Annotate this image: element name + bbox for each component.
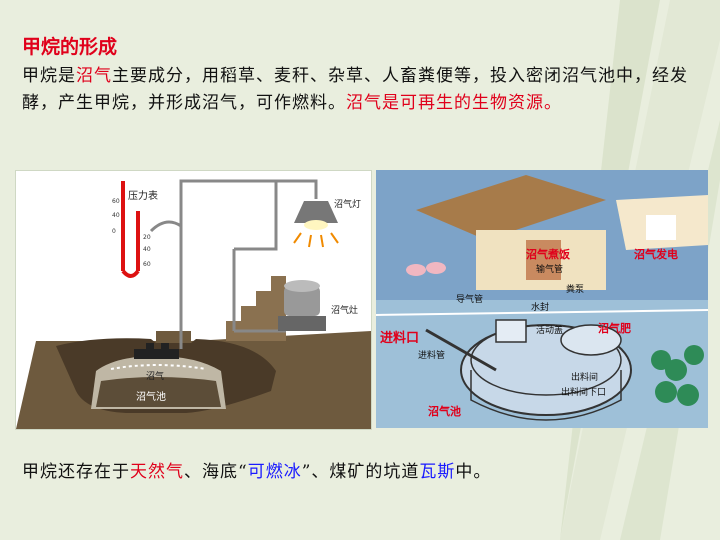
section-title: 甲烷的形成 (22, 36, 118, 58)
label-inlet: 进料口 (380, 330, 419, 346)
gauge-tick: 0 (112, 228, 116, 235)
gauge-tick: 40 (143, 246, 151, 253)
highlight-firedamp: 瓦斯 (419, 462, 456, 482)
label-manure-pump: 粪泵 (566, 283, 584, 295)
label-lamp: 沼气灯 (334, 198, 361, 210)
highlight-renewable: 沼气是可再生的生物资源。 (346, 93, 562, 113)
text-part: 中。 (455, 462, 492, 482)
label-fertilizer: 沼气肥 (598, 321, 631, 335)
label-pool: 沼气池 (428, 404, 461, 418)
text-part: 甲烷是 (22, 66, 76, 86)
label-cooking: 沼气煮饭 (526, 247, 570, 261)
description-paragraph: 甲烷是沼气主要成分，用稻草、麦秆、杂草、人畜粪便等，投入密闭沼气池中，经发酵，产… (22, 63, 702, 117)
label-power: 沼气发电 (634, 247, 678, 261)
highlight-biogas: 沼气 (76, 66, 112, 86)
label-guide-pipe: 导气管 (456, 293, 483, 305)
highlight-combustible-ice: 可燃冰 (247, 462, 302, 482)
footer-sentence: 甲烷还存在于天然气、海底“可燃冰”、煤矿的坑道瓦斯中。 (22, 457, 491, 482)
text-part: 甲烷还存在于 (22, 462, 130, 482)
gauge-tick: 40 (112, 212, 120, 219)
label-gas: 沼气 (146, 370, 164, 382)
label-gauge: 压力表 (128, 189, 158, 202)
highlight-natural-gas: 天然气 (130, 462, 184, 482)
rural-biogas-illustration: 输气管 粪泵 导气管 水封 活动盖 进料管 出料间 出料间下口 沼气煮饭 沼气发… (376, 170, 708, 428)
text-part: 主要成分，用稻草、麦秆、杂草、人畜粪便等，投入密闭沼气池中，经发酵，产生甲烷，并… (22, 66, 688, 113)
label-inlet-pipe: 进料管 (418, 349, 445, 361)
label-outlet: 出料间 (571, 371, 598, 383)
text-part: ”、煤矿的坑道 (301, 462, 420, 482)
gauge-tick: 60 (143, 261, 151, 268)
label-water-seal: 水封 (531, 301, 549, 313)
label-outlet-lower: 出料间下口 (561, 386, 606, 398)
gauge-tick: 60 (112, 198, 120, 205)
gauge-tick: 20 (143, 234, 151, 241)
biogas-system-diagram: 沼气池 沼气 压力表 60 40 0 20 40 60 (15, 170, 372, 430)
label-stove: 沼气灶 (331, 304, 358, 316)
label-movable-cover: 活动盖 (536, 324, 563, 336)
label-gas-pipe: 输气管 (536, 263, 563, 275)
text-part: 、海底“ (184, 462, 248, 482)
label-pool: 沼气池 (136, 390, 166, 403)
